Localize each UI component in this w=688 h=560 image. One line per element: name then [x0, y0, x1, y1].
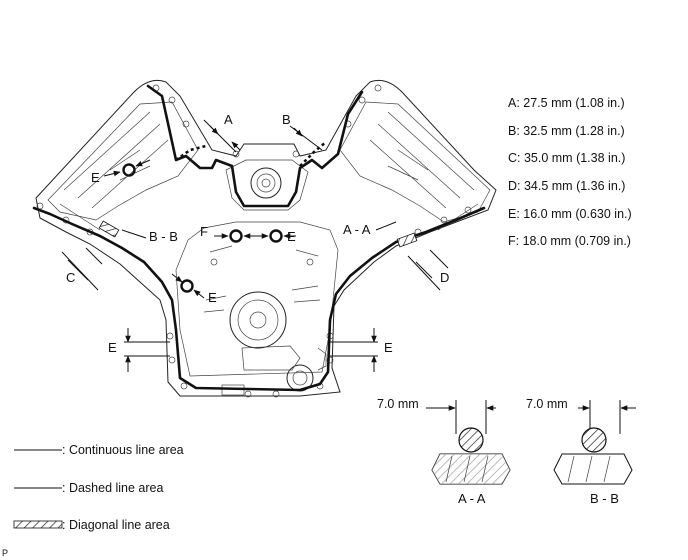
spec-e: E: 16.0 mm (0.630 in.) [508, 207, 632, 221]
bead-section-a [458, 427, 484, 453]
section-b-b-dimension: 7.0 mm [526, 397, 568, 411]
legend: : Continuous line area : Dashed line are… [13, 443, 184, 532]
callout-a: A [224, 112, 233, 127]
callout-c: C [66, 270, 75, 285]
legend-continuous-label: : Continuous line area [62, 443, 184, 457]
dimension-annotations: A B C D E F E E B - B A - A [61, 112, 449, 372]
section-b-b: 7.0 mm B - B [526, 397, 636, 506]
engine-timing-cover-drawing [32, 79, 497, 398]
callout-e-side-right: E [384, 340, 393, 355]
spec-b: B: 32.5 mm (1.28 in.) [508, 124, 625, 138]
spec-c: C: 35.0 mm (1.38 in.) [508, 151, 625, 165]
callout-d: D [440, 270, 449, 285]
callout-e-upper-left: E [91, 170, 100, 185]
spec-a: A: 27.5 mm (1.08 in.) [508, 96, 625, 110]
legend-dashed-label: : Dashed line area [62, 481, 164, 495]
callout-e-side-left: E [108, 340, 117, 355]
spec-d: D: 34.5 mm (1.36 in.) [508, 179, 625, 193]
callout-f: F [200, 224, 208, 239]
spec-f: F: 18.0 mm (0.709 in.) [508, 234, 631, 248]
legend-diagonal-label: : Diagonal line area [62, 518, 170, 532]
callout-e-lower: E [208, 290, 217, 305]
section-a-a-dimension: 7.0 mm [377, 397, 419, 411]
callout-aa: A - A [343, 222, 371, 237]
section-a-a-title: A - A [458, 491, 486, 506]
legend-diagonal-swatch [13, 520, 63, 529]
section-b-b-title: B - B [590, 491, 619, 506]
section-a-a: 7.0 mm A - A [377, 397, 511, 506]
spec-list: A: 27.5 mm (1.08 in.) B: 32.5 mm (1.28 i… [508, 96, 632, 248]
bead-section-b [581, 427, 607, 453]
corner-mark: P [2, 548, 8, 558]
callout-bb: B - B [149, 229, 178, 244]
callout-b: B [282, 112, 291, 127]
callout-e-center: E [287, 229, 296, 244]
